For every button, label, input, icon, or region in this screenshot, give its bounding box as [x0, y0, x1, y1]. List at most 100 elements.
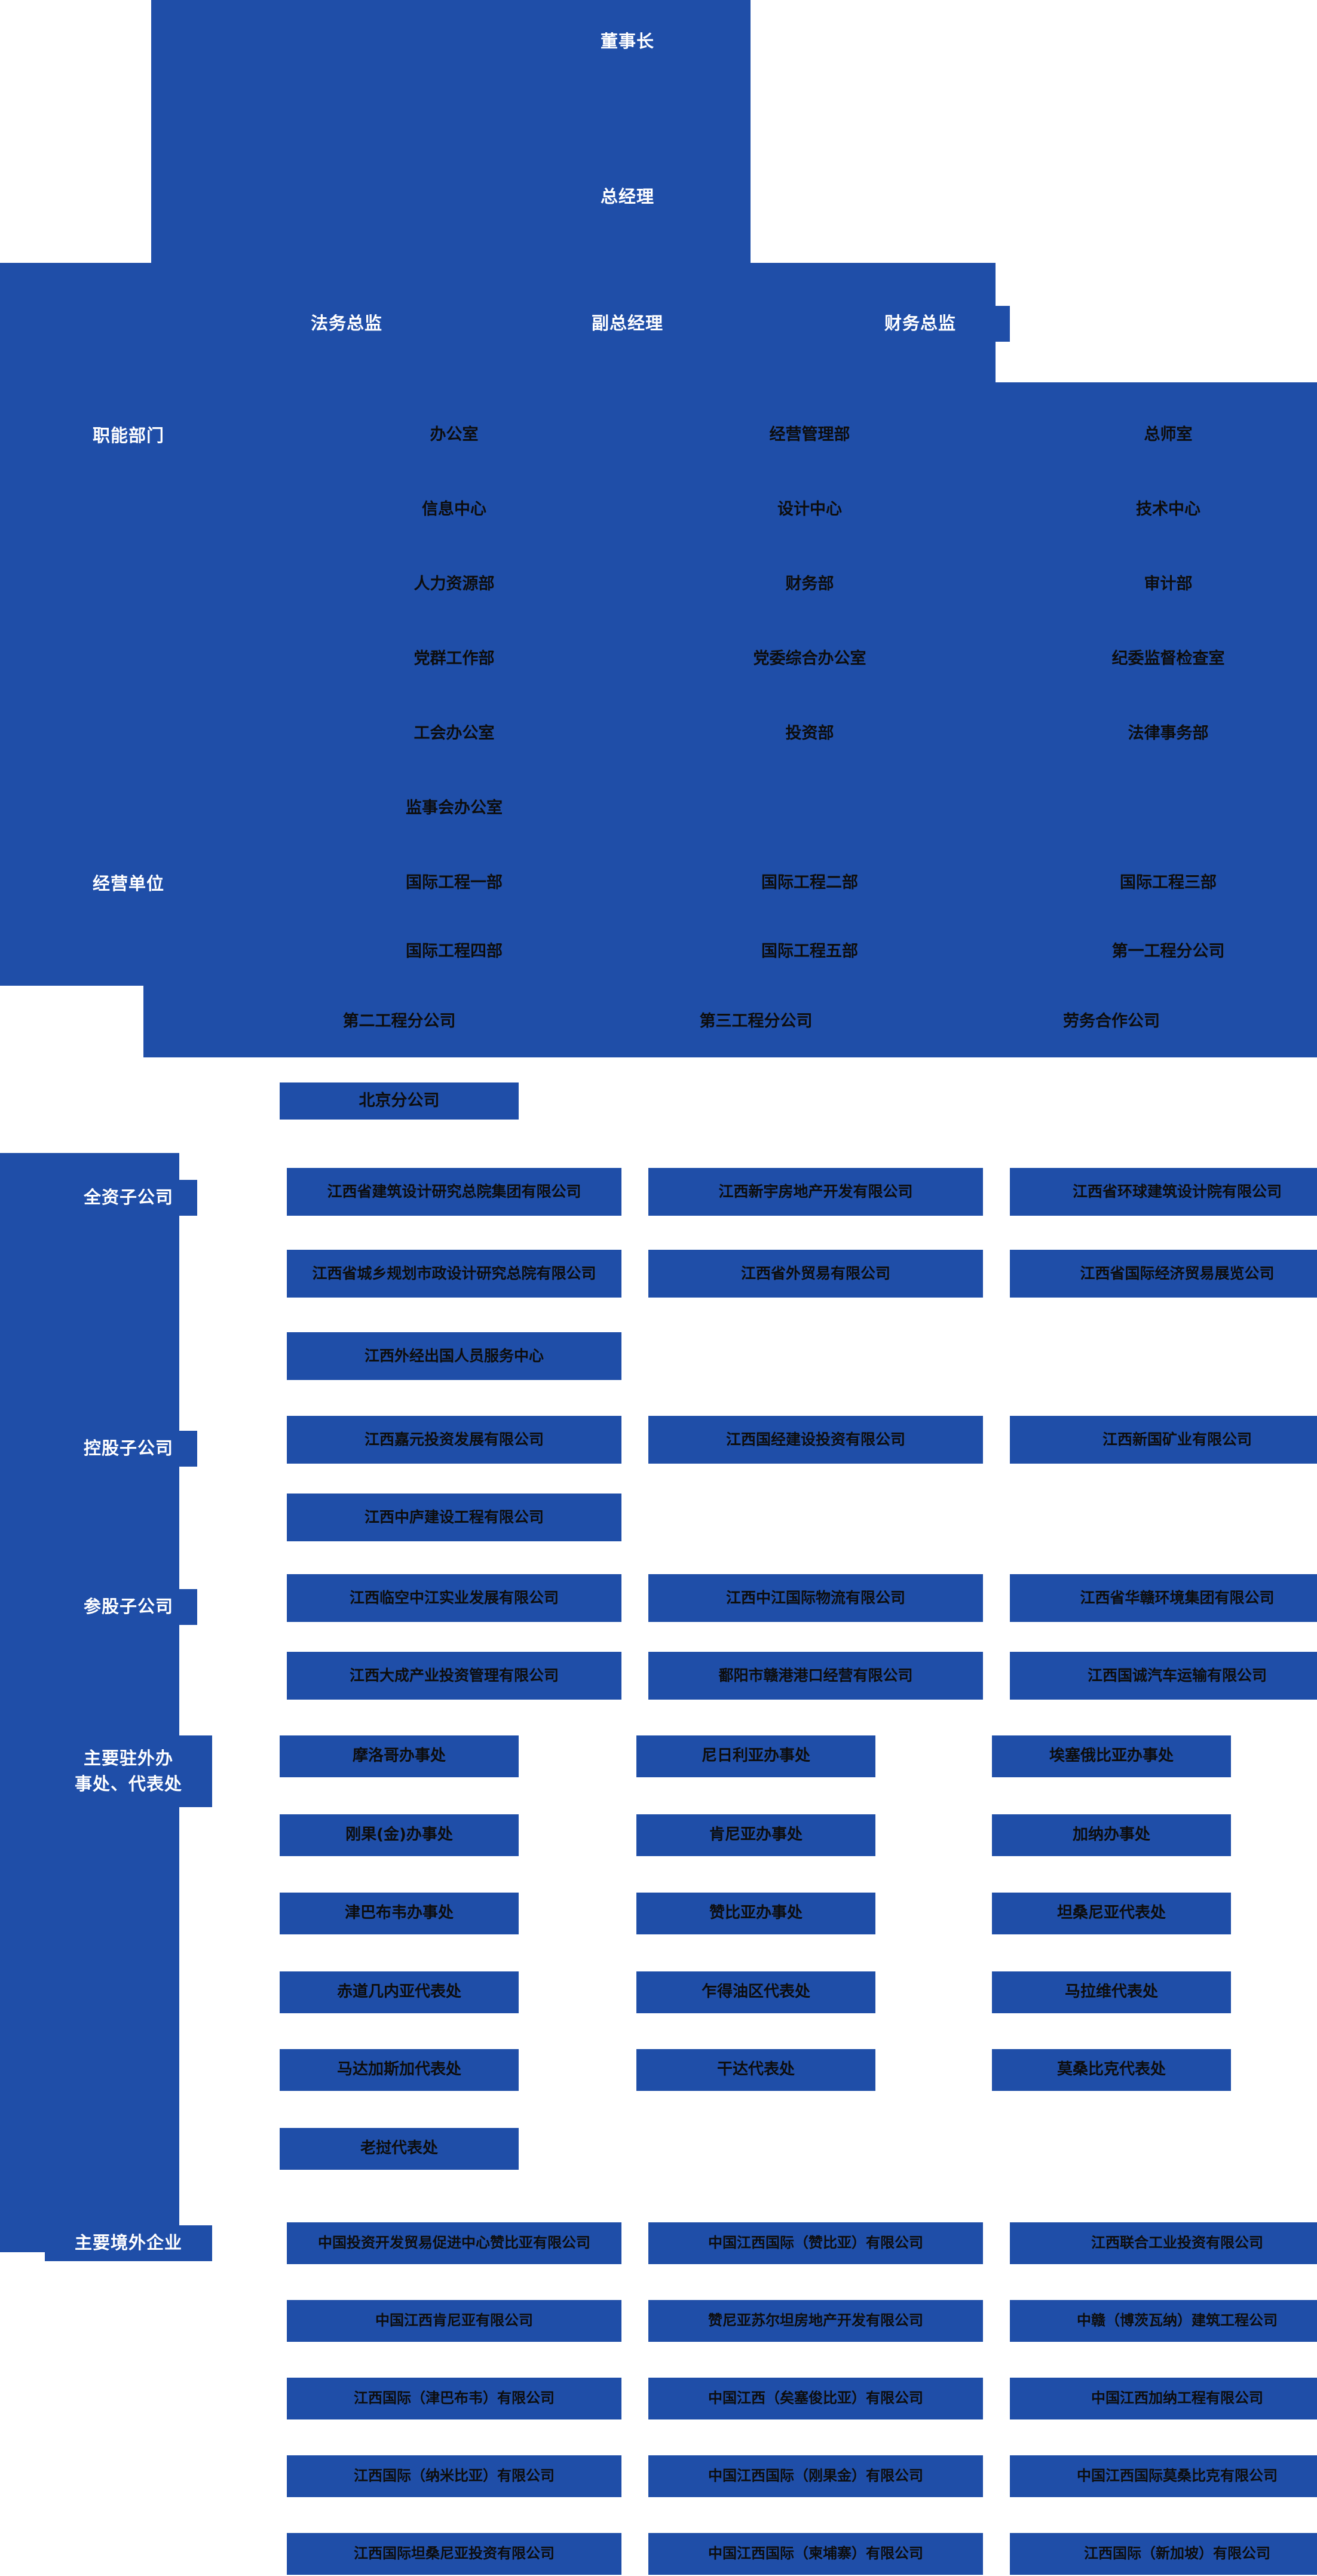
- dept-hr[interactable]: 人力资源部: [362, 568, 547, 601]
- unit-intl-eng-1[interactable]: 国际工程一部: [362, 866, 547, 900]
- company-jx-jiayuan-investment[interactable]: 江西嘉元投资发展有限公司: [287, 1416, 621, 1464]
- overseas-label: 中国江西国际（柬埔寨）有限公司: [708, 2545, 923, 2562]
- unit-eng-branch-3[interactable]: 第三工程分公司: [636, 1004, 875, 1039]
- dept-union-office[interactable]: 工会办公室: [362, 717, 547, 750]
- office-chad-oilfield-rep[interactable]: 乍得油区代表处: [636, 1971, 875, 2013]
- unit-labor-cooperation[interactable]: 劳务合作公司: [992, 1004, 1231, 1039]
- office-zambia[interactable]: 赞比亚办事处: [636, 1893, 875, 1934]
- office-malawi-rep[interactable]: 马拉维代表处: [992, 1971, 1231, 2013]
- company-jx-global-arch-design[interactable]: 江西省环球建筑设计院有限公司: [1010, 1168, 1317, 1216]
- dept-business-mgmt[interactable]: 经营管理部: [708, 418, 911, 452]
- unit-label: 第一工程分公司: [1111, 942, 1225, 961]
- overseas-zania-sultan-realestate[interactable]: 赞尼亚苏尔坦房地产开发有限公司: [648, 2300, 983, 2342]
- dept-tech-center[interactable]: 技术中心: [1058, 493, 1279, 526]
- office-label: 赞比亚办事处: [709, 1904, 803, 1922]
- overseas-jx-intl-cambodia[interactable]: 中国江西国际（柬埔寨）有限公司: [648, 2533, 983, 2575]
- exec-general-manager[interactable]: 总经理: [538, 179, 717, 215]
- overseas-jx-intl-namibia[interactable]: 江西国际（纳米比亚）有限公司: [287, 2455, 621, 2497]
- dept-party-admin[interactable]: 党委综合办公室: [708, 642, 911, 676]
- company-label: 江西外经出国人员服务中心: [364, 1347, 544, 1364]
- company-jx-linkong-zhongjiang[interactable]: 江西临空中江实业发展有限公司: [287, 1574, 621, 1622]
- overseas-jx-united-industry[interactable]: 江西联合工业投资有限公司: [1010, 2222, 1317, 2264]
- office-ghana[interactable]: 加纳办事处: [992, 1814, 1231, 1856]
- dept-supervisory-office[interactable]: 监事会办公室: [362, 792, 547, 825]
- company-jx-zhongjiang-logistics[interactable]: 江西中江国际物流有限公司: [648, 1574, 983, 1622]
- office-kenya[interactable]: 肯尼亚办事处: [636, 1814, 875, 1856]
- unit-intl-eng-4[interactable]: 国际工程四部: [362, 935, 547, 968]
- company-jx-intl-trade-expo[interactable]: 江西省国际经济贸易展览公司: [1010, 1250, 1317, 1298]
- dept-info-center[interactable]: 信息中心: [362, 493, 547, 526]
- office-madagascar-rep[interactable]: 马达加斯加代表处: [280, 2049, 519, 2091]
- company-label: 江西新宇房地产开发有限公司: [718, 1182, 913, 1200]
- unit-intl-eng-3[interactable]: 国际工程三部: [1058, 866, 1279, 900]
- unit-intl-eng-5[interactable]: 国际工程五部: [708, 935, 911, 968]
- overseas-jx-intl-zambia[interactable]: 中国江西国际（赞比亚）有限公司: [648, 2222, 983, 2264]
- office-label: 坦桑尼亚代表处: [1056, 1904, 1166, 1922]
- unit-eng-branch-1[interactable]: 第一工程分公司: [1058, 935, 1279, 968]
- company-label: 江西省城乡规划市政设计研究总院有限公司: [312, 1264, 596, 1282]
- rowlabel-holding: 控股子公司: [60, 1431, 197, 1467]
- company-jx-urban-rural-planning[interactable]: 江西省城乡规划市政设计研究总院有限公司: [287, 1250, 621, 1298]
- dept-party-work[interactable]: 党群工作部: [362, 642, 547, 676]
- unit-beijing-branch[interactable]: 北京分公司: [280, 1082, 519, 1120]
- dept-label: 法律事务部: [1128, 724, 1209, 743]
- company-jx-overseas-personnel-service[interactable]: 江西外经出国人员服务中心: [287, 1332, 621, 1380]
- overseas-label: 中国江西肯尼亚有限公司: [375, 2312, 533, 2329]
- dept-investment[interactable]: 投资部: [708, 717, 911, 750]
- office-equatorial-guinea-rep[interactable]: 赤道几内亚代表处: [280, 1971, 519, 2013]
- overseas-jx-intl-zimbabwe[interactable]: 江西国际（津巴布韦）有限公司: [287, 2378, 621, 2419]
- company-jx-dacheng-industry[interactable]: 江西大成产业投资管理有限公司: [287, 1652, 621, 1700]
- dept-audit[interactable]: 审计部: [1058, 568, 1279, 601]
- overseas-jx-ghana-engineering[interactable]: 中国江西加纳工程有限公司: [1010, 2378, 1317, 2419]
- company-jx-foreign-trade[interactable]: 江西省外贸易有限公司: [648, 1250, 983, 1298]
- office-tanzania-rep[interactable]: 坦桑尼亚代表处: [992, 1893, 1231, 1934]
- company-jx-zhonglu-construction[interactable]: 江西中庐建设工程有限公司: [287, 1494, 621, 1541]
- office-label: 马达加斯加代表处: [336, 2060, 461, 2079]
- office-nigeria[interactable]: 尼日利亚办事处: [636, 1735, 875, 1777]
- overseas-jx-kenya[interactable]: 中国江西肯尼亚有限公司: [287, 2300, 621, 2342]
- office-congo-kinshasa[interactable]: 刚果(金)办事处: [280, 1814, 519, 1856]
- office-laos-rep[interactable]: 老挝代表处: [280, 2128, 519, 2170]
- dept-discipline-inspection[interactable]: 纪委监督检查室: [1058, 642, 1279, 676]
- unit-eng-branch-2[interactable]: 第二工程分公司: [280, 1004, 519, 1039]
- company-jx-xinguo-mining[interactable]: 江西新国矿业有限公司: [1010, 1416, 1317, 1464]
- exec-chairman[interactable]: 董事长: [538, 24, 717, 60]
- overseas-botswana-construction[interactable]: 中赣（博茨瓦纳）建筑工程公司: [1010, 2300, 1317, 2342]
- rowlabel-business-units: 经营单位: [60, 866, 197, 902]
- overseas-jx-intl-singapore[interactable]: 江西国际（新加坡）有限公司: [1010, 2533, 1317, 2575]
- dept-office[interactable]: 办公室: [362, 418, 547, 452]
- office-uganda-rep[interactable]: 干达代表处: [636, 2049, 875, 2091]
- exec-finance-director[interactable]: 财务总监: [831, 306, 1010, 342]
- company-jx-guocheng-transport[interactable]: 江西国诚汽车运输有限公司: [1010, 1652, 1317, 1700]
- unit-intl-eng-2[interactable]: 国际工程二部: [708, 866, 911, 900]
- overseas-jx-intl-tanzania-invest[interactable]: 江西国际坦桑尼亚投资有限公司: [287, 2533, 621, 2575]
- overseas-jx-intl-congo[interactable]: 中国江西国际（刚果金）有限公司: [648, 2455, 983, 2497]
- exec-legal-director[interactable]: 法务总监: [257, 306, 436, 342]
- rowlabel-overseas-enterprises: 主要境外企业: [45, 2225, 212, 2261]
- dept-legal-affairs[interactable]: 法律事务部: [1058, 717, 1279, 750]
- office-label: 尼日利亚办事处: [701, 1747, 810, 1765]
- dept-finance[interactable]: 财务部: [708, 568, 911, 601]
- company-jx-arch-design-institute[interactable]: 江西省建筑设计研究总院集团有限公司: [287, 1168, 621, 1216]
- overseas-jx-intl-mozambique[interactable]: 中国江西国际莫桑比克有限公司: [1010, 2455, 1317, 2497]
- overseas-label: 中国江西国际（赞比亚）有限公司: [708, 2234, 923, 2252]
- overseas-label: 江西国际（纳米比亚）有限公司: [354, 2467, 555, 2485]
- dept-design-center[interactable]: 设计中心: [708, 493, 911, 526]
- company-label: 江西省建筑设计研究总院集团有限公司: [327, 1182, 581, 1200]
- dept-label: 设计中心: [777, 500, 842, 519]
- company-poyang-gangang-port[interactable]: 鄱阳市赣港港口经营有限公司: [648, 1652, 983, 1700]
- office-ethiopia[interactable]: 埃塞俄比亚办事处: [992, 1735, 1231, 1777]
- overseas-label: 中国江西加纳工程有限公司: [1091, 2390, 1263, 2407]
- exec-deputy-gm[interactable]: 副总经理: [538, 306, 717, 342]
- overseas-jx-ethiopia[interactable]: 中国江西（矣塞俊比亚）有限公司: [648, 2378, 983, 2419]
- company-jx-huagan-environment[interactable]: 江西省华赣环境集团有限公司: [1010, 1574, 1317, 1622]
- company-jx-guojing-construction[interactable]: 江西国经建设投资有限公司: [648, 1416, 983, 1464]
- company-jx-xinyu-realestate[interactable]: 江西新宇房地产开发有限公司: [648, 1168, 983, 1216]
- rowlabel-overseas-offices-line1: 主要驻外办: [83, 1747, 173, 1768]
- office-morocco[interactable]: 摩洛哥办事处: [280, 1735, 519, 1777]
- overseas-zambia-trade-center[interactable]: 中国投资开发贸易促进中心赞比亚有限公司: [287, 2222, 621, 2264]
- dept-chief-engineer-office[interactable]: 总师室: [1058, 418, 1279, 452]
- unit-label: 北京分公司: [359, 1091, 440, 1111]
- office-mozambique-rep[interactable]: 莫桑比克代表处: [992, 2049, 1231, 2091]
- office-zimbabwe[interactable]: 津巴布韦办事处: [280, 1893, 519, 1934]
